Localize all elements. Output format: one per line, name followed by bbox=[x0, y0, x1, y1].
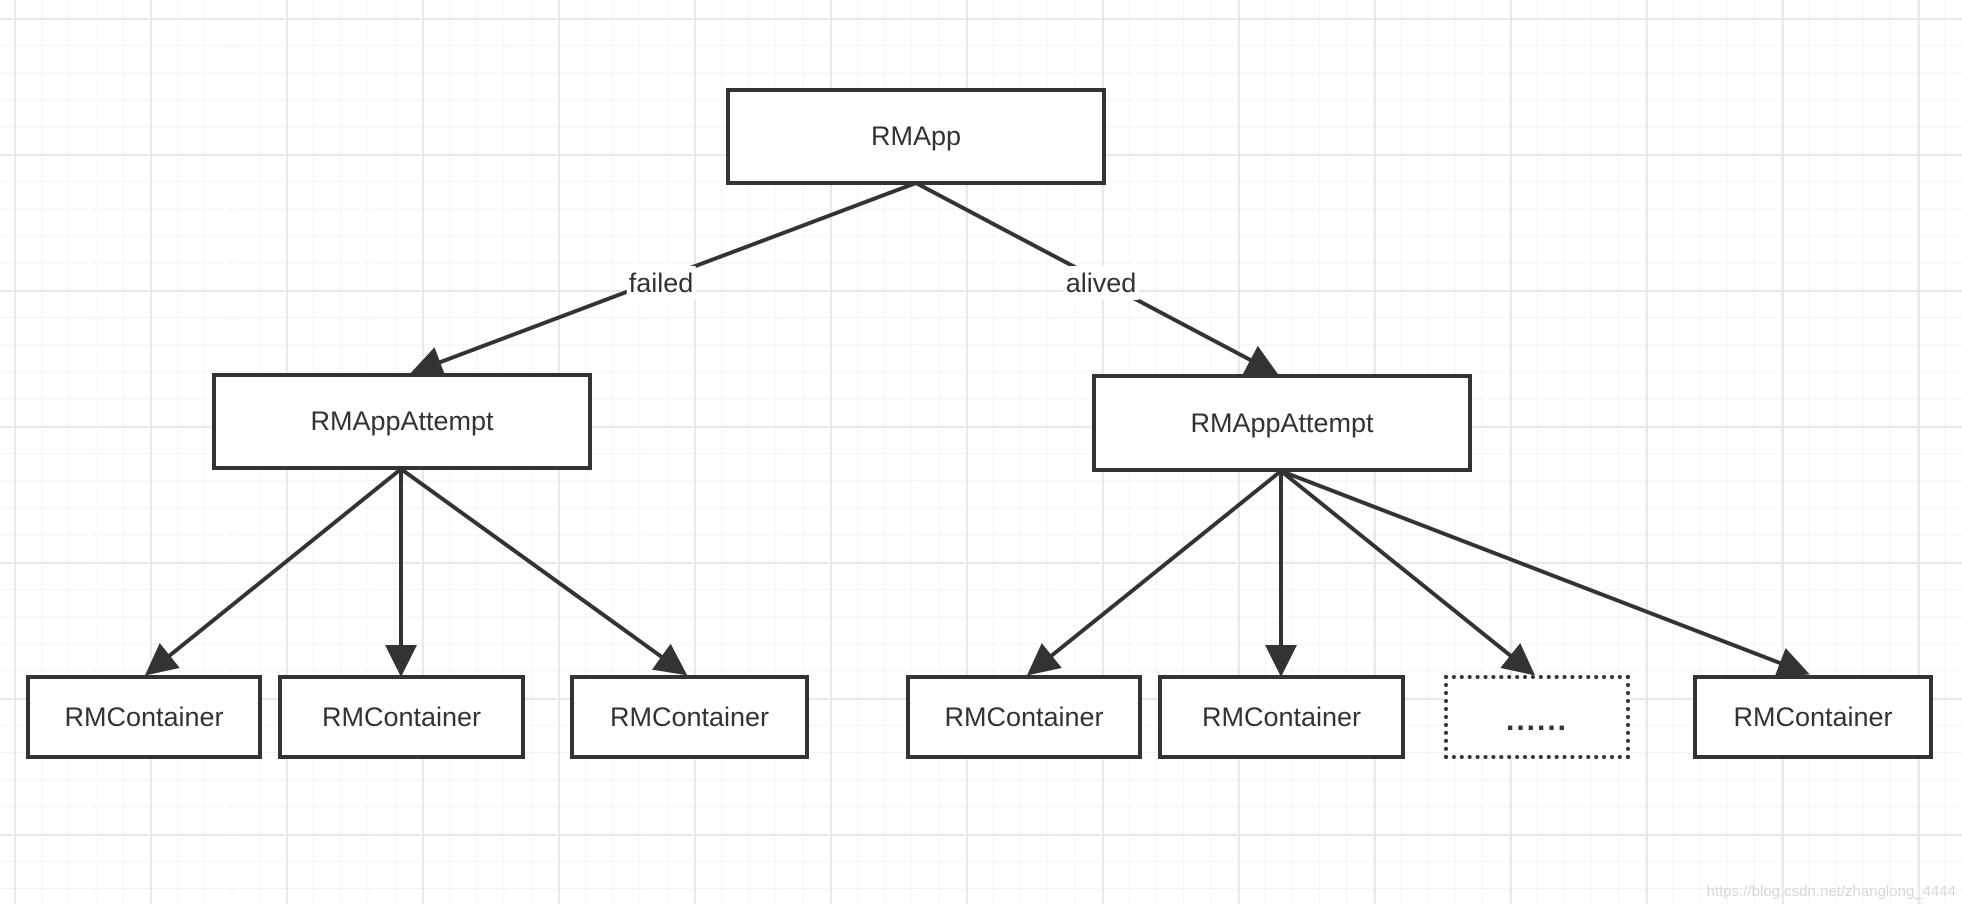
edge-failed-attempt-to-container-3 bbox=[399, 467, 688, 676]
edge-alive-attempt-to-container-4 bbox=[1026, 469, 1283, 676]
node-rmapp-label: RMApp bbox=[870, 121, 962, 151]
node-rmcontainer-3[interactable]: RMContainer bbox=[570, 675, 809, 759]
node-rmcontainer-6-label: RMContainer bbox=[1733, 701, 1893, 732]
node-rmappattempt-failed-label: RMAppAttempt bbox=[310, 406, 494, 436]
node-ellipsis-label: ...... bbox=[1505, 704, 1568, 737]
node-rmcontainer-4[interactable]: RMContainer bbox=[906, 675, 1142, 759]
node-rmcontainer-6[interactable]: RMContainer bbox=[1693, 675, 1933, 759]
edge-label-alived: alived bbox=[1063, 266, 1139, 300]
node-ellipsis[interactable]: ...... bbox=[1444, 675, 1630, 759]
node-rmapp[interactable]: RMApp bbox=[726, 88, 1106, 185]
node-rmcontainer-5[interactable]: RMContainer bbox=[1158, 675, 1405, 759]
node-rmcontainer-4-label: RMContainer bbox=[944, 701, 1104, 732]
node-rmcontainer-5-label: RMContainer bbox=[1201, 701, 1362, 732]
edge-alive-attempt-to-ellipsis bbox=[1279, 469, 1536, 676]
edge-label-failed: failed bbox=[626, 266, 696, 300]
node-rmappattempt-alive-label: RMAppAttempt bbox=[1190, 407, 1374, 438]
node-rmappattempt-failed[interactable]: RMAppAttempt bbox=[212, 373, 592, 470]
watermark-text: https://blog.csdn.net/zhanglong_4444 bbox=[1706, 883, 1956, 900]
node-rmcontainer-3-label: RMContainer bbox=[609, 701, 770, 732]
node-rmcontainer-2[interactable]: RMContainer bbox=[278, 675, 525, 759]
node-rmappattempt-alive[interactable]: RMAppAttempt bbox=[1092, 374, 1472, 472]
edge-alive-attempt-to-container-6 bbox=[1280, 469, 1810, 678]
edge-failed-attempt-to-container-1 bbox=[144, 467, 403, 676]
node-rmcontainer-1[interactable]: RMContainer bbox=[26, 675, 262, 759]
node-rmcontainer-2-label: RMContainer bbox=[321, 701, 482, 732]
node-rmcontainer-1-label: RMContainer bbox=[64, 701, 224, 732]
